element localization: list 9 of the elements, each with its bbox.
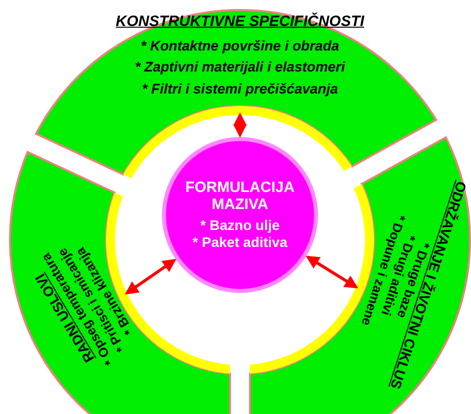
list-item: * Bazno ulje: [200, 217, 280, 233]
double-arrow: [124, 258, 176, 295]
double-arrow: [306, 256, 358, 288]
list-item: * Kontaktne površine i obrada: [140, 38, 340, 54]
double-arrow: [233, 112, 247, 138]
list-item: * Filtri i sistemi prečišćavanja: [142, 81, 338, 97]
list-item: * Paket aditiva: [192, 234, 288, 250]
center-heading: FORMULACIJA MAZIVA: [184, 179, 296, 213]
list-item: * Zaptivni materijali i elastomeri: [134, 59, 346, 75]
